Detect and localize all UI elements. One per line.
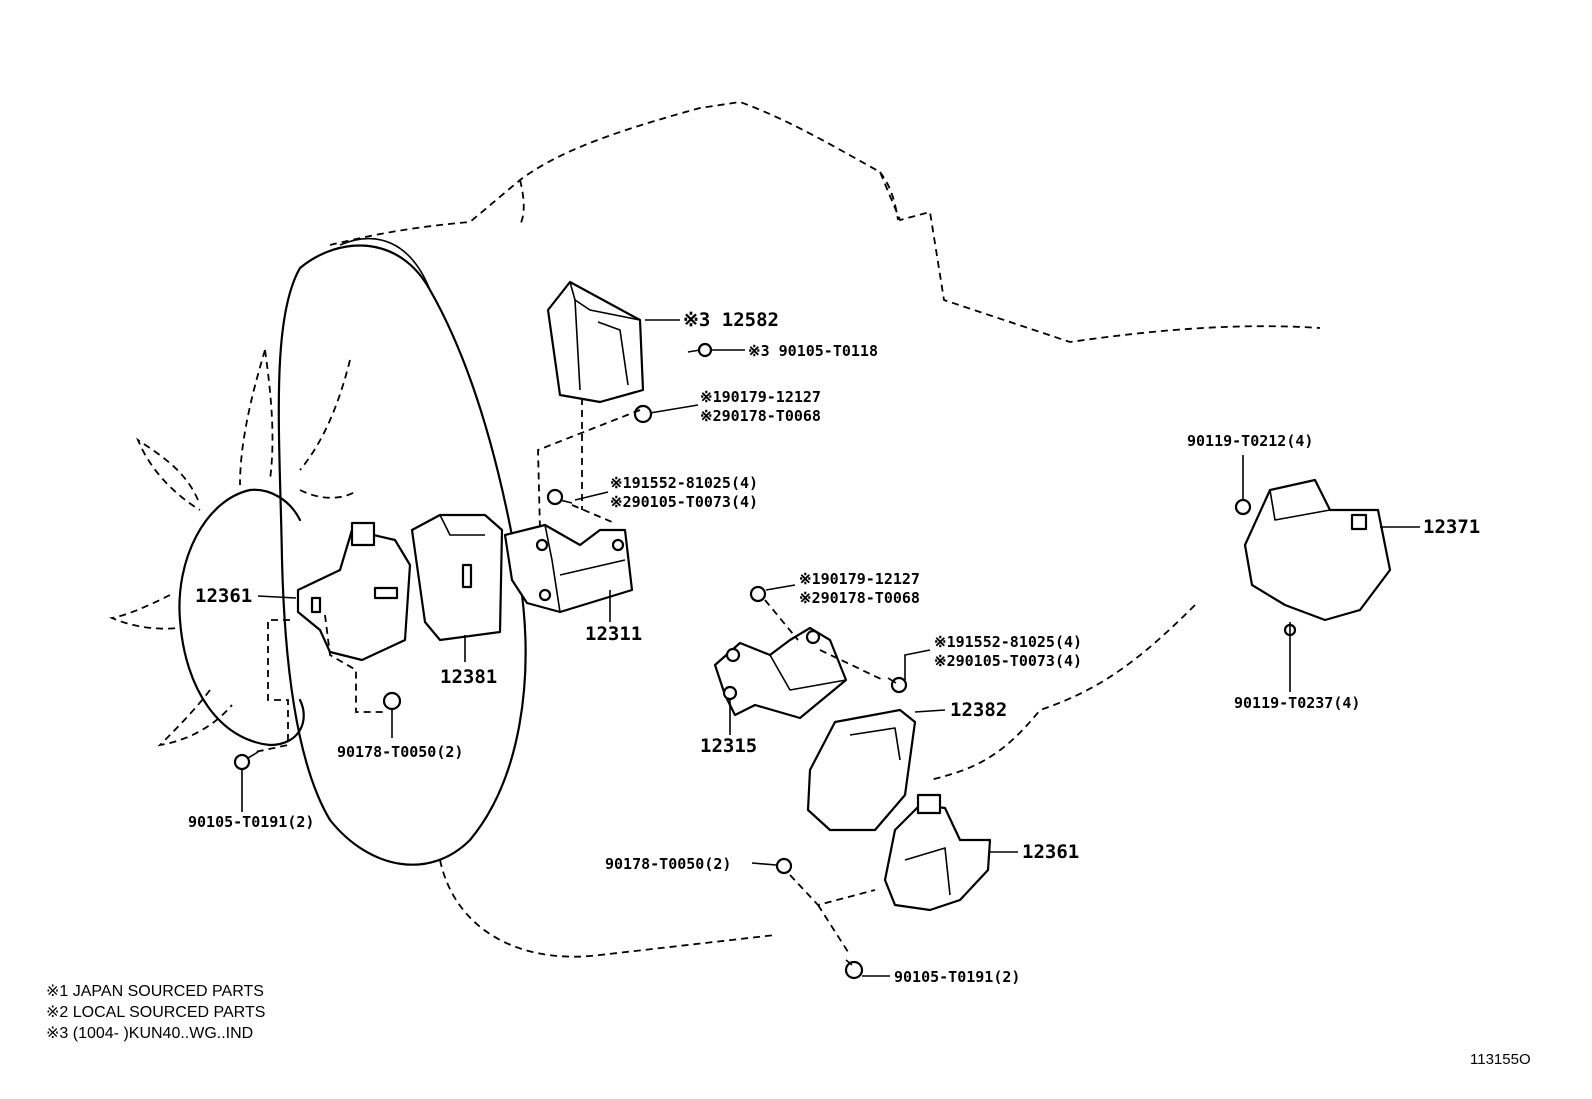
label-90105-T0118: ※3 90105-T0118 (748, 342, 878, 360)
note-3: ※3 (1004- )KUN40..WG..IND (46, 1025, 253, 1042)
note-2: ※2 LOCAL SOURCED PARTS (46, 1004, 265, 1021)
label-90179-12127-top: ※190179-12127 (700, 388, 821, 406)
fasteners (233, 342, 1297, 980)
footnotes: ※1 JAPAN SOURCED PARTS ※2 LOCAL SOURCED … (46, 983, 265, 1042)
label-12361-left: 12361 (195, 585, 252, 607)
nut-90119-T0212 (1234, 498, 1252, 516)
leader-lines (241, 319, 1420, 977)
label-90179-12127-mid: ※190179-12127 (799, 570, 920, 588)
bolt-91552-top (546, 488, 564, 506)
part-12311-bracket (503, 523, 634, 614)
part-labels: ※3 12582 ※3 90105-T0118 ※190179-12127 ※2… (188, 309, 1480, 986)
label-90105-T0073-mid: ※290105-T0073(4) (934, 652, 1082, 670)
label-90178-T0050-left: 90178-T0050(2) (337, 743, 463, 761)
bolt-90105-T0191-right (844, 960, 864, 980)
label-90178-T0050-right: 90178-T0050(2) (605, 855, 731, 873)
label-12382: 12382 (950, 699, 1007, 721)
bolt-91552-mid (890, 676, 908, 694)
label-90105-T0191-left: 90105-T0191(2) (188, 813, 314, 831)
label-90178-T0068-mid: ※290178-T0068 (799, 589, 920, 607)
part-12381-insulator (410, 513, 504, 642)
label-90105-T0073-top: ※290105-T0073(4) (610, 493, 758, 511)
label-12381: 12381 (440, 666, 497, 688)
part-12382-insulator (806, 708, 917, 832)
fan-pulley (178, 237, 527, 866)
nut-90178-T0050-left (382, 691, 402, 711)
bolt-90105-T0191-left (233, 753, 251, 771)
part-12361-left-mount (296, 521, 412, 662)
label-12315: 12315 (700, 735, 757, 757)
label-90119-T0212: 90119-T0212(4) (1187, 432, 1313, 450)
label-12582: ※3 12582 (683, 309, 779, 331)
engine-outline (299, 101, 1321, 958)
assembly-lines (254, 398, 884, 956)
label-91552-81025-top: ※191552-81025(4) (610, 474, 758, 492)
label-90119-T0237: 90119-T0237(4) (1234, 694, 1360, 712)
fan-blades (108, 349, 356, 747)
label-91552-81025-mid: ※191552-81025(4) (934, 633, 1082, 651)
part-12361-right-mount (883, 793, 992, 912)
part-12371-mount (1243, 478, 1392, 622)
nut-90179-12127-mid (749, 585, 767, 603)
label-12311: 12311 (585, 623, 642, 645)
label-12371: 12371 (1423, 516, 1480, 538)
note-1: ※1 JAPAN SOURCED PARTS (46, 983, 264, 1000)
part-12315-bracket (713, 626, 848, 720)
nut-90179-12127-top (633, 404, 653, 424)
nut-90178-T0050-right (775, 857, 793, 875)
bolt-90105-T0118 (697, 342, 713, 358)
illustration-code: 113155O (1470, 1051, 1531, 1068)
label-12361-right: 12361 (1022, 841, 1079, 863)
label-90105-T0191-right: 90105-T0191(2) (894, 968, 1020, 986)
label-90178-T0068-top: ※290178-T0068 (700, 407, 821, 425)
part-12582-bracket (546, 280, 645, 404)
